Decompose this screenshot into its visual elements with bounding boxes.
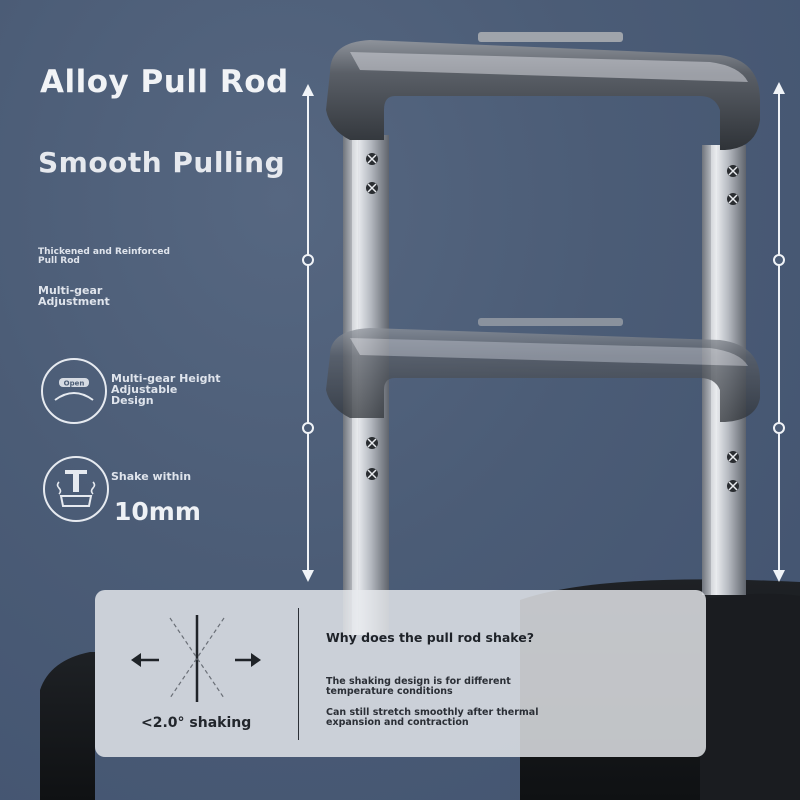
panel-question: Why does the pull rod shake?: [326, 630, 534, 645]
shake-label: Shake within: [111, 470, 192, 483]
panel-answer-2: Can still stretch smoothly after thermal…: [326, 707, 539, 728]
height-adjust-icon: Open: [41, 358, 107, 424]
feature-height-adjustable: Multi-gear Height Adjustable Design: [111, 372, 221, 407]
feature-thickened: Thickened and Reinforced Pull Rod: [38, 247, 170, 266]
shake-angle-diagram: [131, 615, 261, 702]
shake-angle-label: <2.0° shaking: [141, 715, 252, 731]
arrow-left-icon: [131, 653, 159, 667]
shake-value: 10mm: [114, 497, 201, 526]
subheadline: Smooth Pulling: [38, 146, 286, 179]
headline: Alloy Pull Rod: [40, 64, 289, 100]
arrow-right-icon: [235, 653, 261, 667]
shake-icon: [43, 456, 109, 522]
panel-answer-1: The shaking design is for different temp…: [326, 676, 511, 697]
suitcase-left: [40, 652, 95, 800]
icon-badge: Open: [64, 380, 85, 388]
panel-divider: [298, 608, 299, 740]
feature-multigear-adjustment: Multi-gear Adjustment: [38, 284, 110, 308]
